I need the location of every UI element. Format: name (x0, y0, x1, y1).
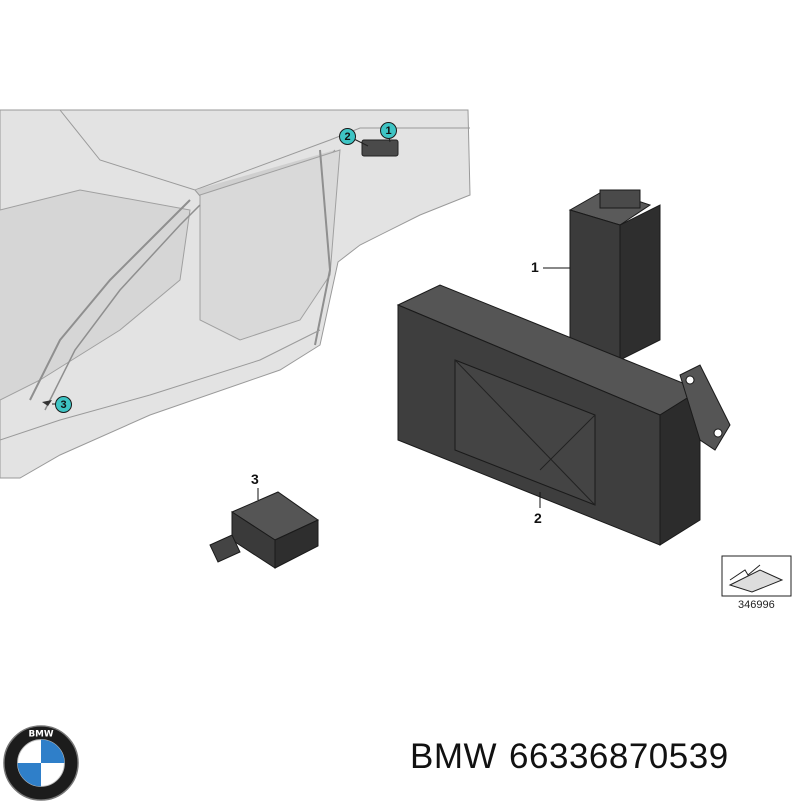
part-2-holder-bracket (396, 284, 731, 546)
part-number: 66336870539 (509, 737, 729, 776)
brand-part-number: BMW 66336870539 (410, 737, 741, 777)
bmw-roundel-icon: BMW (3, 725, 79, 801)
callout-badge-3: 3 (55, 396, 72, 413)
car-body-shell (0, 109, 471, 479)
part-3-sensor (209, 488, 319, 569)
reference-number: 346996 (738, 599, 775, 611)
callout-badge-1: 1 (380, 122, 397, 139)
part-label-1: 1 (531, 259, 539, 275)
part-label-3: 3 (251, 471, 259, 487)
brand-name: BMW (410, 737, 498, 776)
logo-text: BMW (28, 730, 53, 740)
arrow-reference-icon (721, 555, 792, 597)
callout-badge-2: 2 (339, 128, 356, 145)
part-label-2: 2 (534, 510, 542, 526)
part-1-control-module (543, 189, 661, 405)
